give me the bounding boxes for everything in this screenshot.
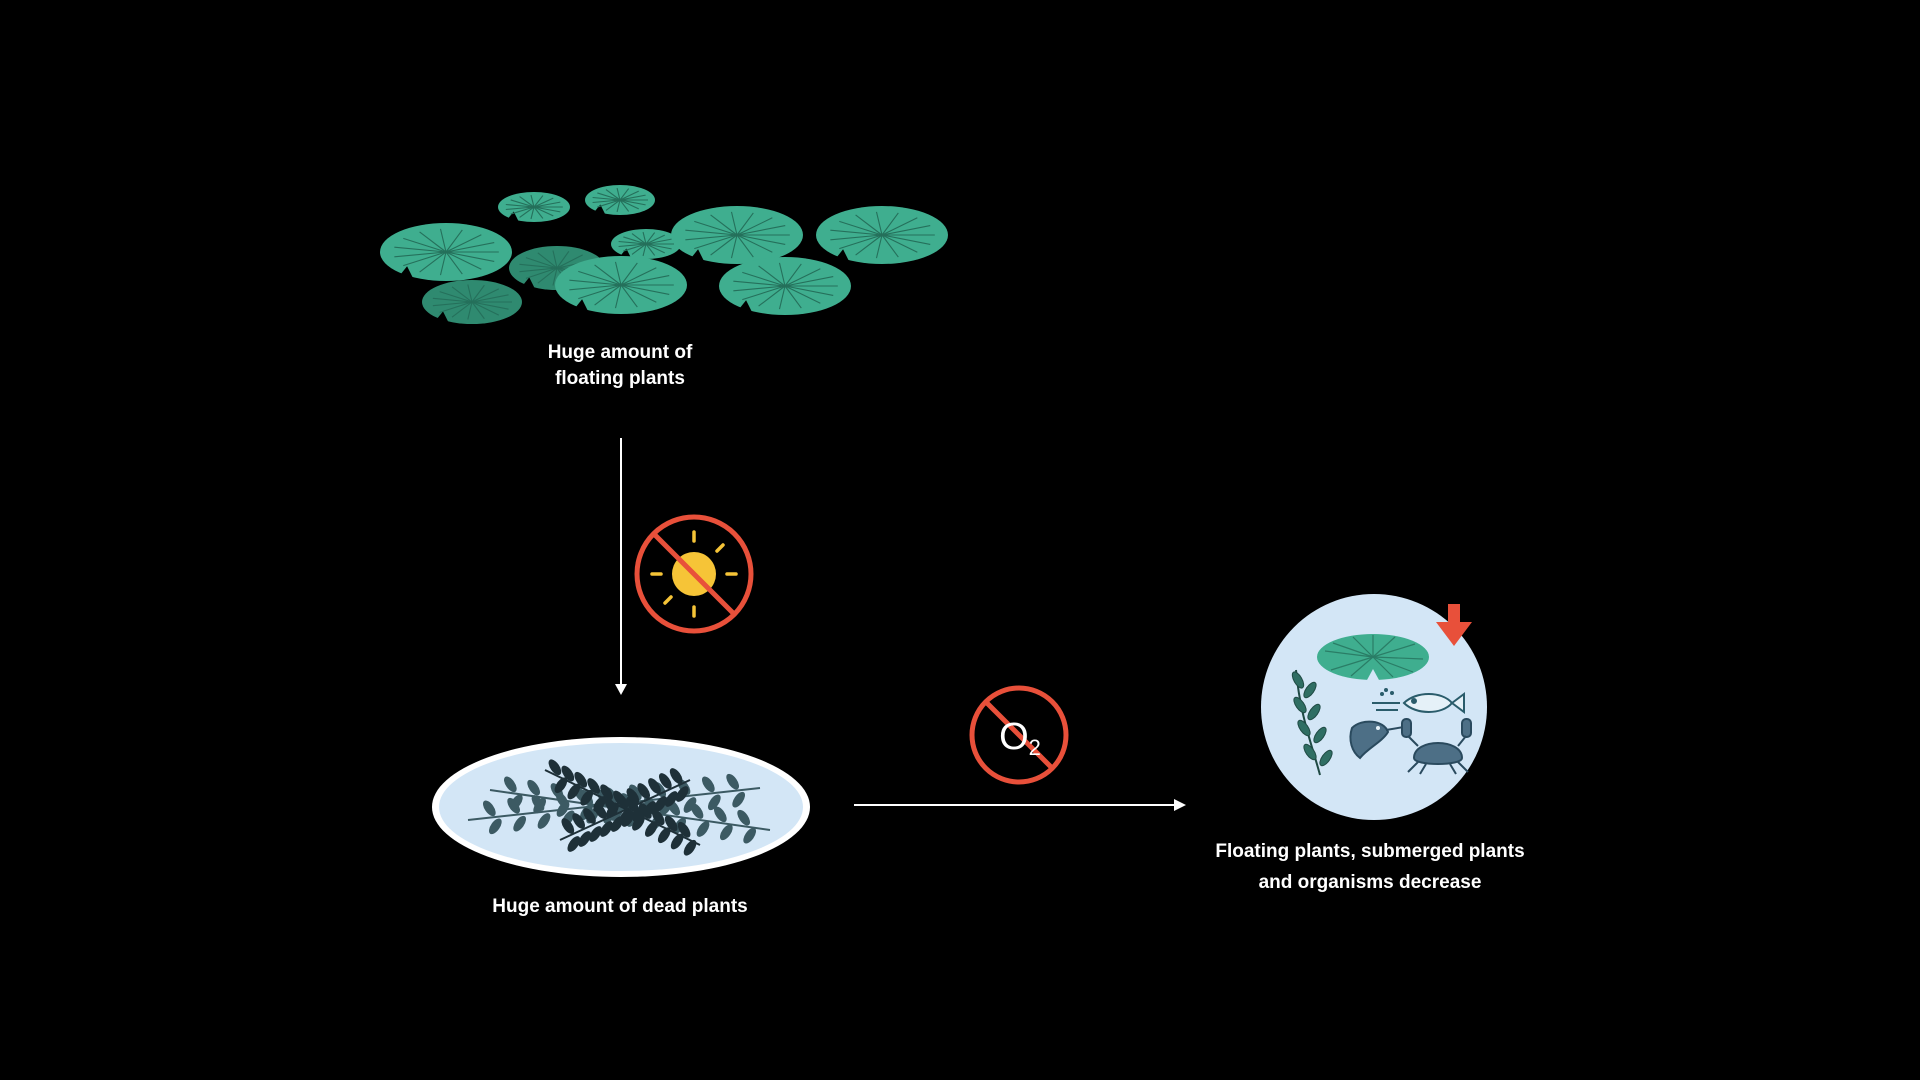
dead-plant-leaf	[696, 821, 710, 837]
dead-plant-leaf	[719, 824, 733, 841]
dead-plant-leaf	[554, 777, 568, 794]
dead-plant-leaf	[675, 786, 689, 802]
right-arrowhead	[1174, 799, 1186, 811]
dead-plant-leaf	[561, 765, 575, 782]
dead-plant-leaf	[503, 776, 517, 793]
pond-ecosystem-icon	[1261, 594, 1487, 820]
dead-plant-leaf	[683, 797, 697, 813]
dead-plant-leaf	[637, 783, 651, 799]
dead-plant-leaf	[556, 801, 570, 817]
dead-plant-leaf	[643, 801, 657, 817]
dead-plant-leaf	[690, 803, 704, 819]
dead-plant-leaf	[677, 821, 691, 838]
dead-plant-leaf	[669, 768, 683, 784]
dead-plant-leaf	[509, 794, 523, 811]
dead-plant-leaf	[626, 788, 640, 804]
dead-plant-leaf	[683, 839, 697, 856]
lily-pads-icon	[380, 185, 948, 324]
dead-plant-leaf	[658, 773, 672, 789]
dead-plant-leaf	[701, 776, 715, 793]
dead-plant-leaf	[621, 811, 635, 827]
dead-plant-leaf	[548, 759, 562, 776]
dead-plant-leaf	[713, 806, 727, 823]
dead-plant-leaf	[644, 821, 658, 837]
oxygen-symbol: O2	[990, 712, 1050, 762]
dead-plant-leaf	[626, 796, 639, 813]
dead-plant-leaf	[599, 821, 613, 837]
oxygen-letter: O	[999, 716, 1029, 758]
dead-plant-leaf	[610, 816, 624, 832]
dead-plants-label: Huge amount of dead plants	[492, 896, 748, 917]
dead-plant-leaf	[732, 791, 746, 808]
dead-plant-leaf	[482, 800, 496, 817]
dead-plant-leaf	[572, 813, 586, 829]
decrease-label-line1: Floating plants, submerged plants	[1215, 841, 1525, 862]
dead-plant-leaf	[488, 818, 502, 835]
dead-plant-leaf	[654, 796, 667, 812]
dead-plant-leaf	[615, 793, 629, 809]
dead-plant-leaf	[737, 809, 751, 826]
floating-plants-label: Huge amount of floating plants	[470, 340, 770, 392]
dead-plant-leaf	[604, 798, 618, 814]
dead-plant-leaf	[632, 806, 646, 822]
dead-plant-stem	[559, 779, 691, 841]
dead-plant-leaf	[589, 826, 602, 842]
dead-plant-icon	[432, 737, 810, 877]
lily-pad-icon	[498, 192, 570, 224]
dead-plant-leaf	[587, 778, 601, 794]
floating-plants-label-line2: floating plants	[555, 368, 685, 389]
lily-pad-icon	[422, 280, 522, 324]
lily-pad-icon	[671, 206, 803, 264]
down-arrowhead	[615, 684, 627, 695]
down-arrow-icon	[1436, 604, 1472, 646]
oxygen-subscript: 2	[1028, 735, 1041, 760]
dead-plant-leaf	[664, 791, 678, 807]
dead-plant-leaf	[664, 815, 678, 832]
dead-plant-leaf	[648, 778, 661, 794]
dead-plant-leaf	[580, 789, 594, 806]
lily-pad-icon	[816, 206, 948, 264]
dead-plant-leaf	[651, 809, 665, 826]
lily-pad-icon	[585, 185, 655, 217]
dead-plant-leaf	[657, 827, 671, 844]
lily-pad-icon	[555, 256, 687, 314]
decrease-label: Floating plants, submerged plants and or…	[1160, 836, 1580, 898]
dead-plant-leaf	[567, 783, 581, 800]
dead-plant-leaf	[726, 773, 740, 790]
lily-pad-icon	[380, 223, 512, 281]
dead-plant-leaf	[743, 827, 757, 844]
floating-plants-label-line1: Huge amount of	[547, 342, 693, 363]
dead-plant-leaf	[600, 784, 613, 801]
dead-plant-leaf	[513, 815, 527, 832]
no-sunlight-icon	[634, 514, 754, 634]
dead-plant-leaf	[707, 794, 721, 811]
dead-plant-leaf	[527, 779, 541, 796]
dead-plant-leaf	[578, 831, 592, 847]
dead-plant-leaf	[632, 814, 645, 831]
lily-pad-icon	[719, 257, 851, 315]
dead-plant-leaf	[574, 771, 588, 788]
no-oxygen-icon	[969, 685, 1069, 785]
dead-plant-leaf	[567, 836, 581, 852]
dead-plant-leaf	[561, 818, 575, 834]
lily-pad-icon	[611, 229, 681, 261]
dead-plant-leaf	[583, 808, 596, 824]
dead-plant-leaf	[537, 813, 551, 829]
decrease-label-line2: and organisms decrease	[1258, 872, 1482, 893]
dead-plant-leaf	[670, 833, 684, 850]
dead-plant-leaf	[533, 797, 547, 814]
dead-plant-leaf	[593, 803, 607, 819]
